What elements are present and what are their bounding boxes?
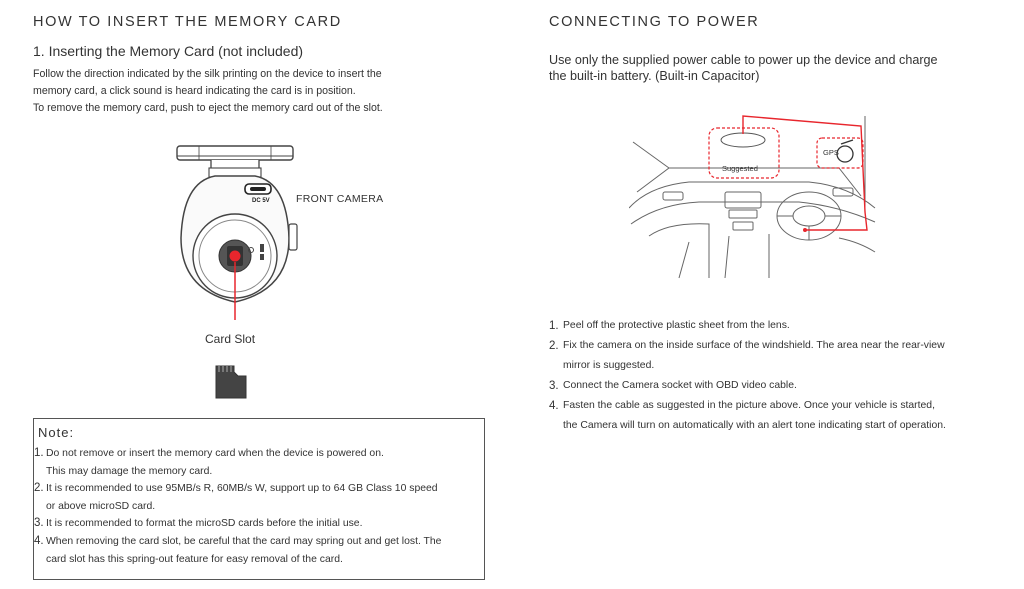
step-number: 3. — [549, 380, 559, 392]
step-item: 3. Connect the Camera socket with OBD vi… — [549, 376, 1009, 396]
step-number: 4. — [549, 400, 559, 412]
section-heading-memory-card: HOW TO INSERT THE MEMORY CARD — [33, 14, 342, 30]
section-heading-power: CONNECTING TO POWER — [549, 14, 760, 30]
note-item: 3. It is recommended to format the micro… — [34, 515, 484, 533]
dc-5v-marking: DC 5V — [252, 198, 270, 204]
note-number: 2. — [34, 482, 44, 495]
step-line: Connect the Camera socket with OBD video… — [563, 380, 797, 391]
step-line: Fix the camera on the inside surface of … — [563, 340, 945, 351]
step-number: 1. — [549, 320, 559, 332]
note-box: Note: 1. Do not remove or insert the mem… — [33, 418, 485, 580]
note-number: 1. — [34, 447, 44, 459]
note-title: Note: — [38, 425, 75, 440]
note-line: card slot has this spring-out feature fo… — [46, 553, 343, 565]
note-line: It is recommended to use 95MB/s R, 60MB/… — [46, 483, 438, 495]
note-line: When removing the card slot, be careful … — [46, 535, 442, 547]
note-line: or above microSD card. — [46, 500, 156, 512]
car-interior-illustration — [629, 115, 876, 279]
note-item: 4. When removing the card slot, be caref… — [34, 533, 484, 568]
step-line: Fasten the cable as suggested in the pic… — [563, 400, 935, 411]
front-camera-label: FRONT CAMERA — [296, 193, 384, 205]
note-line: This may damage the memory card. — [46, 465, 213, 477]
power-steps: 1. Peel off the protective plastic sheet… — [549, 316, 1009, 436]
step-line: the Camera will turn on automatically wi… — [563, 420, 946, 431]
step-item: 2. Fix the camera on the inside surface … — [549, 336, 1009, 376]
step-number: 2. — [549, 340, 559, 352]
dash-camera-illustration — [176, 145, 298, 320]
instructions-paragraph: Follow the direction indicated by the si… — [33, 66, 503, 117]
card-slot-label: Card Slot — [205, 332, 256, 346]
step-line: mirror is suggested. — [563, 360, 655, 371]
left-column: HOW TO INSERT THE MEMORY CARD 1. Inserti… — [33, 0, 503, 589]
paragraph-line: memory card, a click sound is heard indi… — [33, 85, 356, 97]
suggested-label: Suggested — [722, 164, 758, 173]
step-item: 4. Fasten the cable as suggested in the … — [549, 396, 1009, 436]
note-line: It is recommended to format the microSD … — [46, 518, 363, 530]
paragraph-line: To remove the memory card, push to eject… — [33, 102, 383, 114]
note-item: 1. Do not remove or insert the memory ca… — [34, 445, 484, 480]
note-item: 2. It is recommended to use 95MB/s R, 60… — [34, 480, 484, 515]
subheading-inserting: 1. Inserting the Memory Card (not includ… — [33, 43, 304, 59]
power-intro: Use only the supplied power cable to pow… — [549, 52, 1009, 84]
gps-label: GPS — [823, 148, 839, 157]
intro-line: the built-in battery. (Built-in Capacito… — [549, 69, 760, 83]
note-list: 1. Do not remove or insert the memory ca… — [34, 445, 484, 568]
note-line: Do not remove or insert the memory card … — [46, 448, 384, 459]
paragraph-line: Follow the direction indicated by the si… — [33, 68, 382, 80]
step-line: Peel off the protective plastic sheet fr… — [563, 320, 790, 331]
microsd-card-icon — [215, 365, 247, 399]
right-column: CONNECTING TO POWER Use only the supplie… — [549, 0, 1009, 589]
step-item: 1. Peel off the protective plastic sheet… — [549, 316, 1009, 336]
note-number: 3. — [34, 517, 44, 530]
note-number: 4. — [34, 534, 44, 547]
intro-line: Use only the supplied power cable to pow… — [549, 53, 938, 67]
